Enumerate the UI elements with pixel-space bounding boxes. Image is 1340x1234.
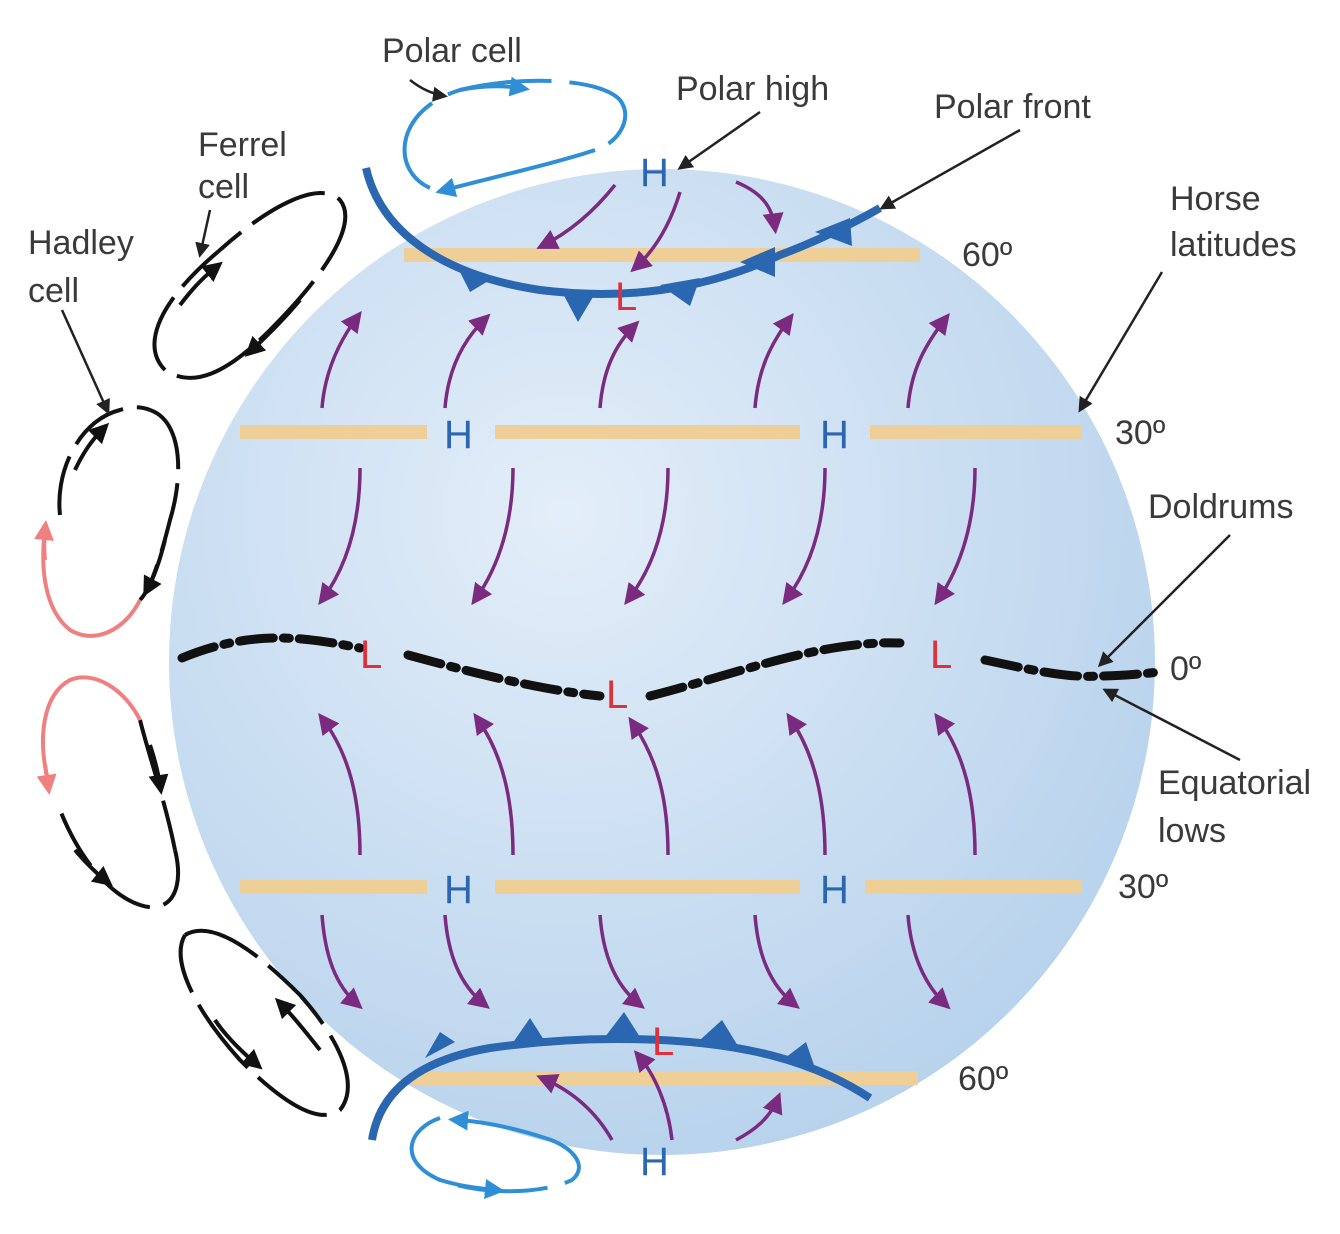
hadley-cell-label-1: Hadley <box>28 224 134 262</box>
wind-arrow <box>934 712 977 856</box>
ferrel-cell-label-1: Ferrel <box>198 126 287 164</box>
doldrums-label: Doldrums <box>1148 488 1293 526</box>
hadley-cell-south <box>36 675 181 910</box>
high-north-30-b: H <box>820 413 849 457</box>
wind-arrow <box>906 914 951 1010</box>
wind-arrow <box>318 467 362 606</box>
polar-high-label: Polar high <box>676 70 829 108</box>
low-equator-a: L <box>360 633 382 677</box>
leader-horse-latitudes <box>1078 271 1164 413</box>
high-south-30-b: H <box>820 868 849 912</box>
wind-arrow <box>473 712 515 856</box>
wind-arrow <box>598 914 645 1009</box>
wind-arrow <box>318 712 362 856</box>
leader-polar-high <box>677 110 761 170</box>
wind-arrow <box>443 914 490 1009</box>
wind-arrow <box>633 1050 674 1141</box>
polar-front-label: Polar front <box>934 88 1091 126</box>
wind-arrow <box>934 467 977 606</box>
wind-arrow <box>906 313 950 409</box>
high-north-30-a: H <box>444 413 473 457</box>
leader-equatorial-lows <box>1102 688 1241 762</box>
polar-cell-south <box>409 1110 581 1199</box>
low-south-60: L <box>652 1020 674 1064</box>
polar-front-south <box>368 1012 873 1141</box>
lat-label-north-30: 30º <box>1115 414 1165 452</box>
leader-lines <box>60 79 1241 762</box>
hadley-cell-north <box>34 405 181 638</box>
wind-arrow <box>624 467 670 605</box>
wind-arrow <box>735 1092 783 1142</box>
low-pressure-labels: L L L L L <box>360 275 952 1064</box>
polar-cell-label: Polar cell <box>382 32 522 70</box>
wind-arrow <box>753 312 794 409</box>
polar-front-north <box>362 167 882 322</box>
wind-arrows <box>318 180 977 1142</box>
wind-arrow <box>536 183 617 249</box>
polar-high-north-label: H <box>640 151 669 195</box>
low-equator-b: L <box>606 673 628 717</box>
itcz-line <box>177 633 1165 701</box>
latitude-labels: 60º 30º 0º 30º 60º <box>958 236 1201 1098</box>
lat-label-south-60: 60º <box>958 1060 1008 1098</box>
equatorial-lows-label-1: Equatorial <box>1158 764 1311 802</box>
wind-arrow <box>628 716 670 856</box>
wind-arrow <box>536 1074 614 1141</box>
leader-ferrel-cell <box>195 209 212 258</box>
high-pressure-labels: H H H H H H <box>444 151 849 1184</box>
polar-cell-north <box>402 76 628 198</box>
wind-arrow <box>320 310 362 409</box>
wind-arrow <box>598 320 640 409</box>
wind-arrow <box>786 712 827 856</box>
horse-latitudes-label-1: Horse <box>1170 180 1261 218</box>
hadley-cell-label-2: cell <box>28 272 79 310</box>
ferrel-cell-north <box>152 191 348 380</box>
latitude-bands <box>240 248 1082 1085</box>
leader-polar-front <box>879 128 1021 210</box>
leader-doldrums <box>1097 534 1231 668</box>
high-south-30-a: H <box>444 868 473 912</box>
leader-polar-cell <box>409 79 448 102</box>
wind-arrow <box>630 191 682 273</box>
globe <box>169 169 1155 1155</box>
low-equator-c: L <box>930 633 952 677</box>
callout-labels: Polar cell Polar high Polar front Ferrel… <box>28 32 1311 850</box>
polar-high-south-label: H <box>640 1140 669 1184</box>
lat-label-south-30: 30º <box>1118 868 1168 906</box>
horse-latitudes-label-2: latitudes <box>1170 226 1297 264</box>
wind-arrow <box>320 914 363 1010</box>
lat-label-north-60: 60º <box>962 236 1012 274</box>
low-north-60: L <box>615 275 637 319</box>
ferrel-cell-label-2: cell <box>198 168 249 206</box>
wind-arrow <box>471 467 515 606</box>
lat-label-equator: 0º <box>1170 650 1201 688</box>
wind-arrow <box>753 914 800 1009</box>
equatorial-lows-label-2: lows <box>1158 812 1226 850</box>
ferrel-cell-south <box>178 928 350 1117</box>
wind-arrow <box>735 180 784 235</box>
leader-hadley-cell <box>60 309 110 415</box>
wind-arrow <box>782 467 827 606</box>
wind-arrow <box>443 313 491 409</box>
